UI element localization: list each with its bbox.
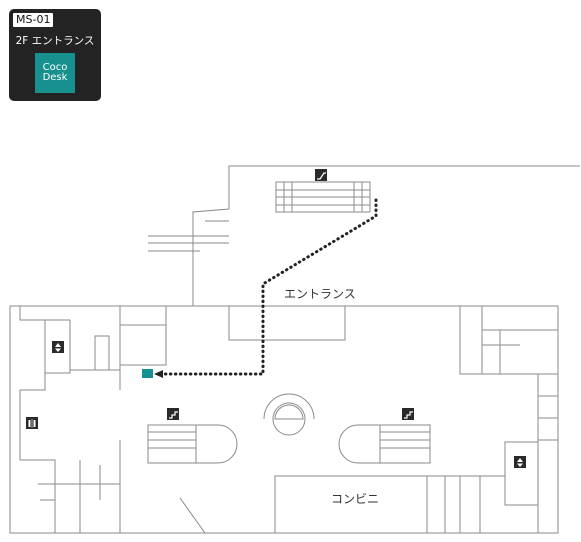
walking-route xyxy=(158,198,378,376)
convenience-store-block xyxy=(274,475,446,534)
location-card: MS-01 2F エントランス Coco Desk xyxy=(9,9,101,101)
elevator-icon xyxy=(52,341,64,353)
elevator-icon xyxy=(514,456,526,468)
restroom-icon xyxy=(26,417,38,429)
desk-destination-marker[interactable] xyxy=(142,369,153,378)
cocodesk-logo-text: Coco Desk xyxy=(42,62,68,83)
convenience-store-label: コンビニ xyxy=(331,492,380,506)
route-arrowhead xyxy=(154,370,163,378)
entrance-label: エントランス xyxy=(284,287,356,301)
stairs-icon xyxy=(402,408,414,420)
location-name: 2F エントランス xyxy=(15,35,95,47)
escalator-icon xyxy=(315,169,327,181)
cocodesk-logo: Coco Desk xyxy=(35,53,75,93)
stairs-icon xyxy=(167,408,179,420)
location-id-badge: MS-01 xyxy=(13,13,54,27)
central-arc xyxy=(263,393,315,420)
camera-dome-icon xyxy=(274,404,304,420)
right-stair-island xyxy=(338,424,431,464)
upper-annex-outline xyxy=(192,165,580,306)
central-pillar xyxy=(272,402,306,436)
left-stair-island xyxy=(147,424,238,464)
